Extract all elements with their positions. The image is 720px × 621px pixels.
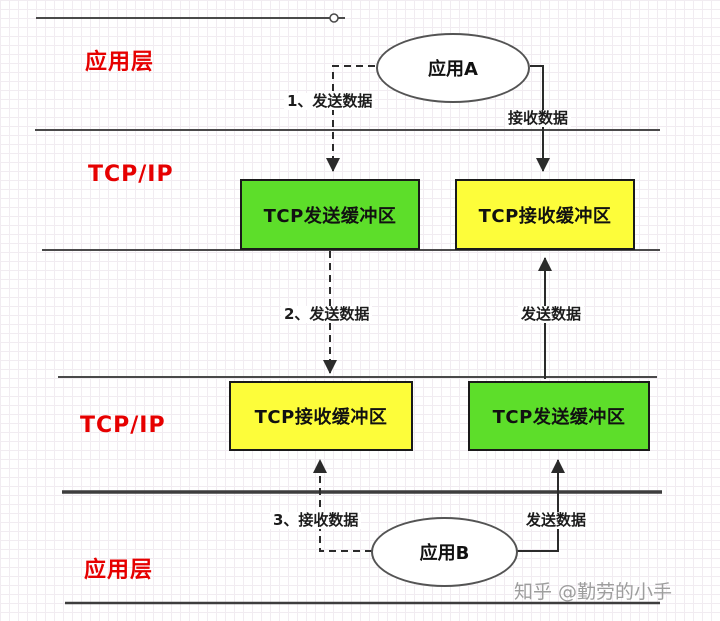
layer-label-tcpip-top: TCP/IP — [88, 162, 174, 187]
arrow-label-step3: 3、接收数据 — [270, 512, 362, 529]
node-tcp-recv-buffer-top: TCP接收缓冲区 — [455, 179, 635, 250]
arrow-step3-receive — [313, 459, 372, 552]
arrow-label-receive-top: 接收数据 — [505, 110, 572, 127]
arrow-label-step2: 2、发送数据 — [281, 306, 373, 323]
arrow-label-send-up: 发送数据 — [518, 306, 585, 323]
arrow-step1-send — [326, 65, 375, 172]
connector-dot — [329, 13, 339, 23]
node-tcp-send-buffer-bottom: TCP发送缓冲区 — [468, 381, 650, 451]
watermark: 知乎 @勤劳的小手 — [514, 581, 673, 603]
node-application-a: 应用A — [376, 33, 530, 103]
arrow-label-step1: 1、发送数据 — [284, 93, 376, 110]
layer-label-tcpip-bottom: TCP/IP — [80, 413, 166, 438]
arrow-send-bottom — [517, 459, 565, 552]
node-tcp-recv-buffer-bottom: TCP接收缓冲区 — [229, 381, 413, 451]
layer-label-app-bottom: 应用层 — [84, 558, 154, 583]
node-tcp-send-buffer-top: TCP发送缓冲区 — [240, 179, 420, 250]
layer-label-app-top: 应用层 — [85, 50, 155, 75]
node-application-b: 应用B — [371, 517, 518, 587]
arrow-label-send-bottom: 发送数据 — [523, 512, 590, 529]
